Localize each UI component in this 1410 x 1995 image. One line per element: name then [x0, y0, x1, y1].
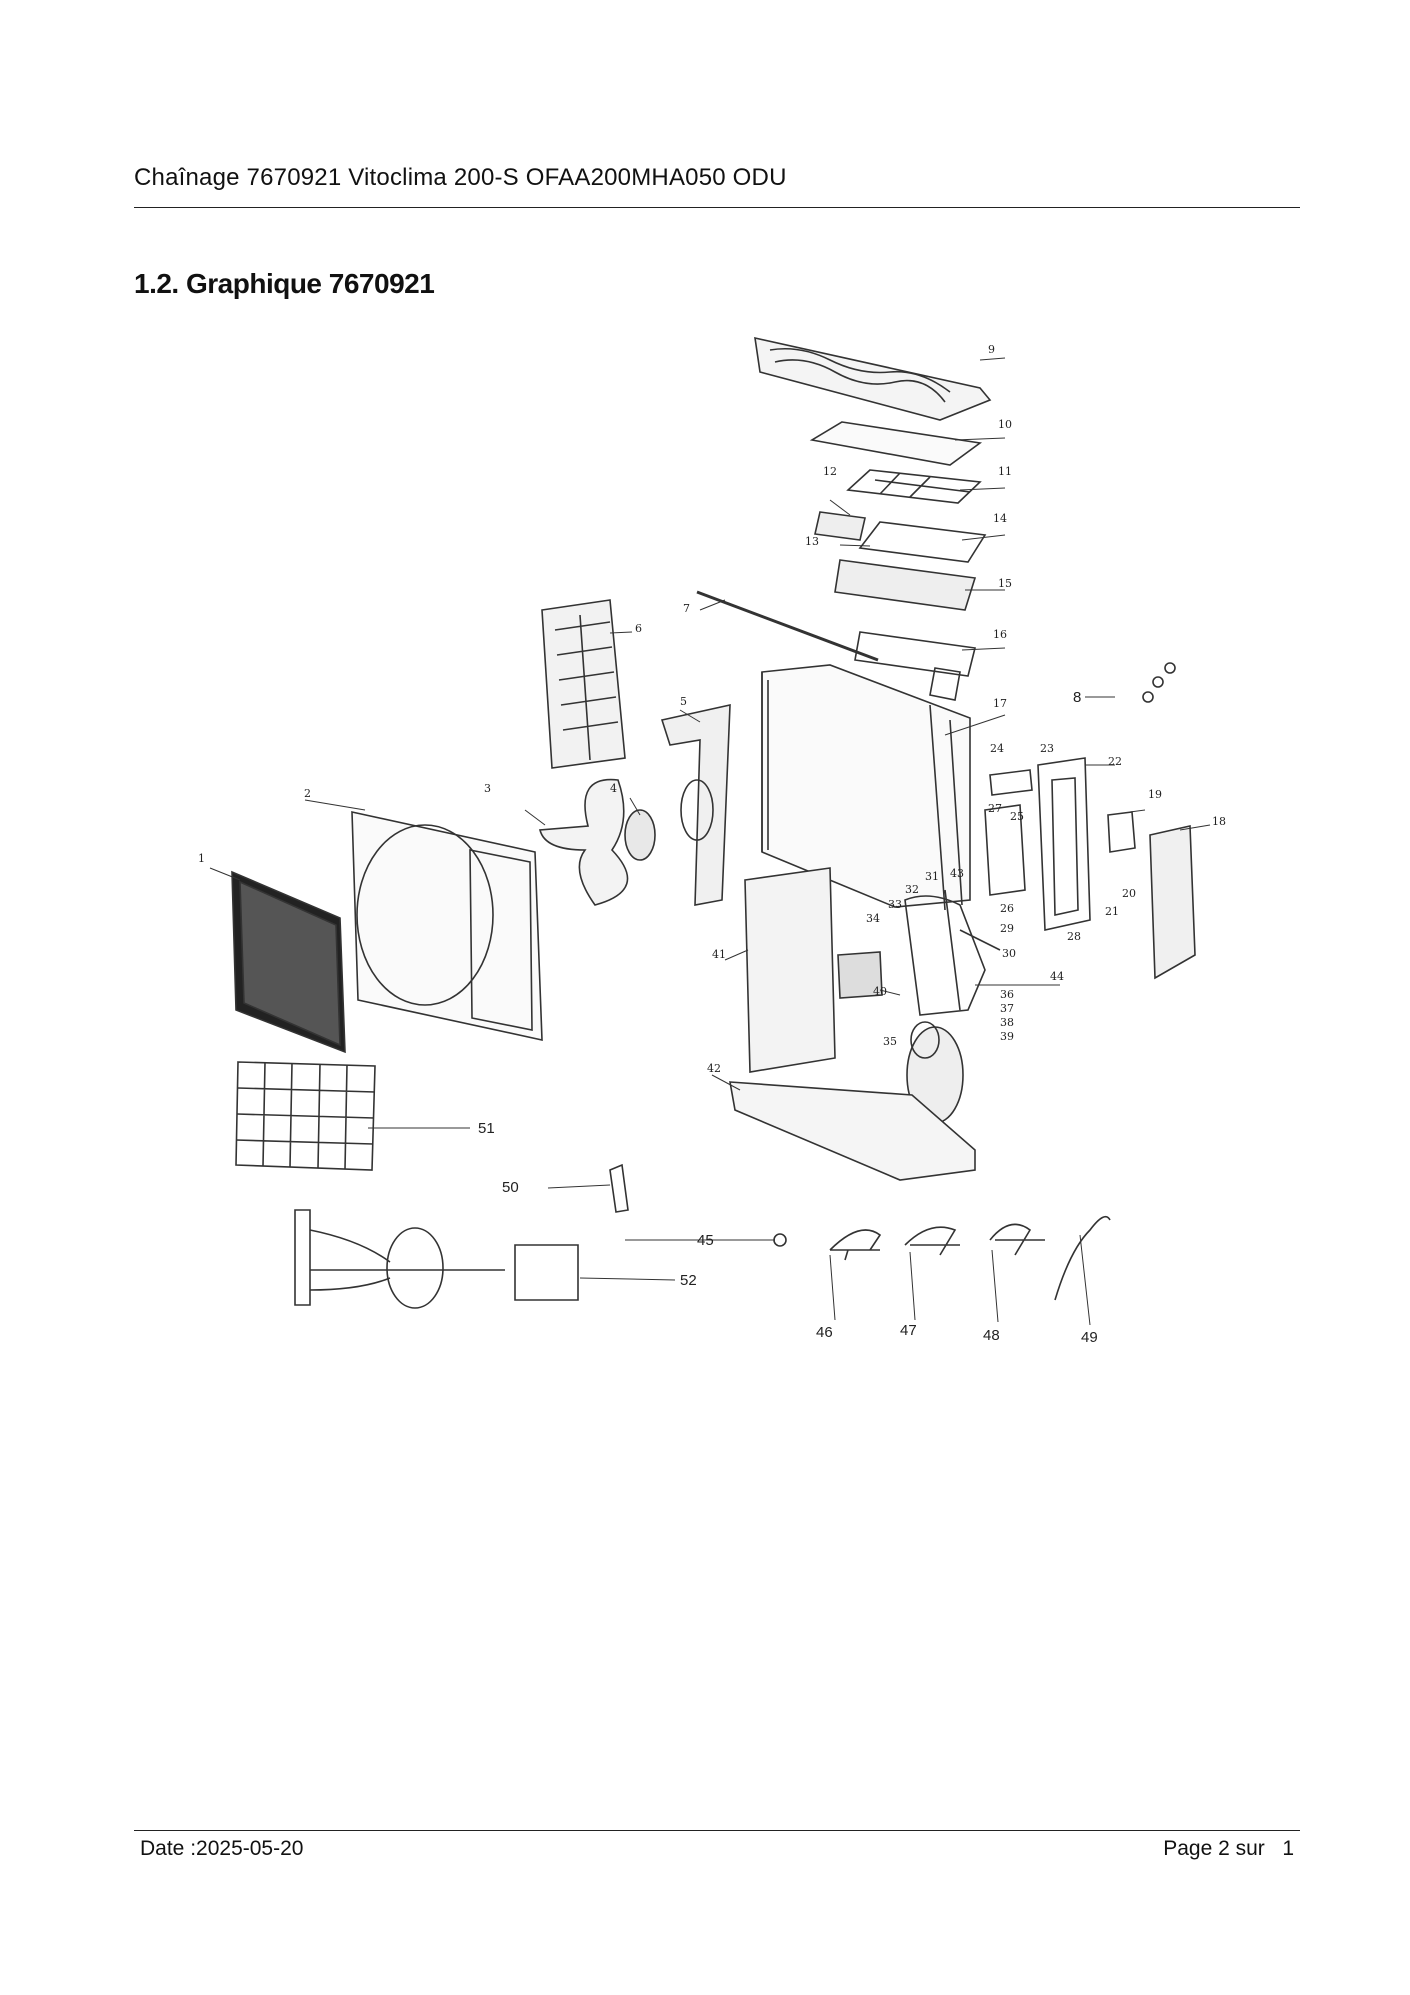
- callout-32: 32: [905, 883, 919, 896]
- callout-22: 22: [1108, 755, 1122, 768]
- callout-16: 16: [993, 628, 1007, 641]
- callout-47: 47: [900, 1322, 917, 1339]
- callout-40: 40: [873, 985, 887, 998]
- footer-page-label: Page 2 sur: [1163, 1837, 1265, 1860]
- callout-15: 15: [998, 577, 1012, 590]
- header-divider: [134, 207, 1300, 208]
- callout-38: 38: [1000, 1016, 1014, 1029]
- callout-50: 50: [502, 1179, 519, 1196]
- callout-30: 30: [1002, 947, 1016, 960]
- callout-23: 23: [1040, 742, 1054, 755]
- callout-27: 27: [988, 802, 1002, 815]
- callout-20: 20: [1122, 887, 1136, 900]
- callout-5: 5: [680, 695, 687, 708]
- callout-21: 21: [1105, 905, 1119, 918]
- callout-19: 19: [1148, 788, 1162, 801]
- page-header-title: Chaînage 7670921 Vitoclima 200-S OFAA200…: [134, 164, 787, 191]
- callout-25: 25: [1010, 810, 1024, 823]
- callout-48: 48: [983, 1327, 1000, 1344]
- callout-26: 26: [1000, 902, 1014, 915]
- callout-14: 14: [993, 512, 1007, 525]
- callout-43: 43: [950, 867, 964, 880]
- callout-37: 37: [1000, 1002, 1014, 1015]
- callout-12: 12: [823, 465, 837, 478]
- callout-3: 3: [484, 782, 491, 795]
- callout-28: 28: [1067, 930, 1081, 943]
- callout-7: 7: [683, 602, 690, 615]
- section-title: 1.2. Graphique 7670921: [134, 268, 435, 299]
- callout-36: 36: [1000, 988, 1014, 1001]
- callout-31: 31: [925, 870, 939, 883]
- callout-10: 10: [998, 418, 1012, 431]
- callout-18: 18: [1212, 815, 1226, 828]
- callout-44: 44: [1050, 970, 1064, 983]
- callout-2: 2: [304, 787, 311, 800]
- callout-52: 52: [680, 1272, 697, 1289]
- callout-8: 8: [1073, 689, 1081, 706]
- callout-13: 13: [805, 535, 819, 548]
- footer-page-total: 1: [1282, 1837, 1294, 1860]
- footer-date: Date :2025-05-20: [140, 1837, 304, 1860]
- callout-6: 6: [635, 622, 642, 635]
- callout-9: 9: [988, 343, 995, 356]
- callout-49: 49: [1081, 1329, 1098, 1346]
- callout-51: 51: [478, 1120, 495, 1137]
- callout-34: 34: [866, 912, 880, 925]
- callout-24: 24: [990, 742, 1004, 755]
- footer-page-number: Page 2 sur 1: [1163, 1837, 1294, 1861]
- callout-33: 33: [888, 898, 902, 911]
- callout-1: 1: [198, 852, 205, 865]
- callout-42: 42: [707, 1062, 721, 1075]
- callout-11: 11: [998, 465, 1012, 478]
- callout-4: 4: [610, 782, 617, 795]
- callout-46: 46: [816, 1324, 833, 1341]
- callout-17: 17: [993, 697, 1007, 710]
- callout-35: 35: [883, 1035, 897, 1048]
- callout-41: 41: [712, 948, 726, 961]
- callout-45: 45: [697, 1232, 714, 1249]
- callout-39: 39: [1000, 1030, 1014, 1043]
- callout-29: 29: [1000, 922, 1014, 935]
- footer-divider: [134, 1830, 1300, 1831]
